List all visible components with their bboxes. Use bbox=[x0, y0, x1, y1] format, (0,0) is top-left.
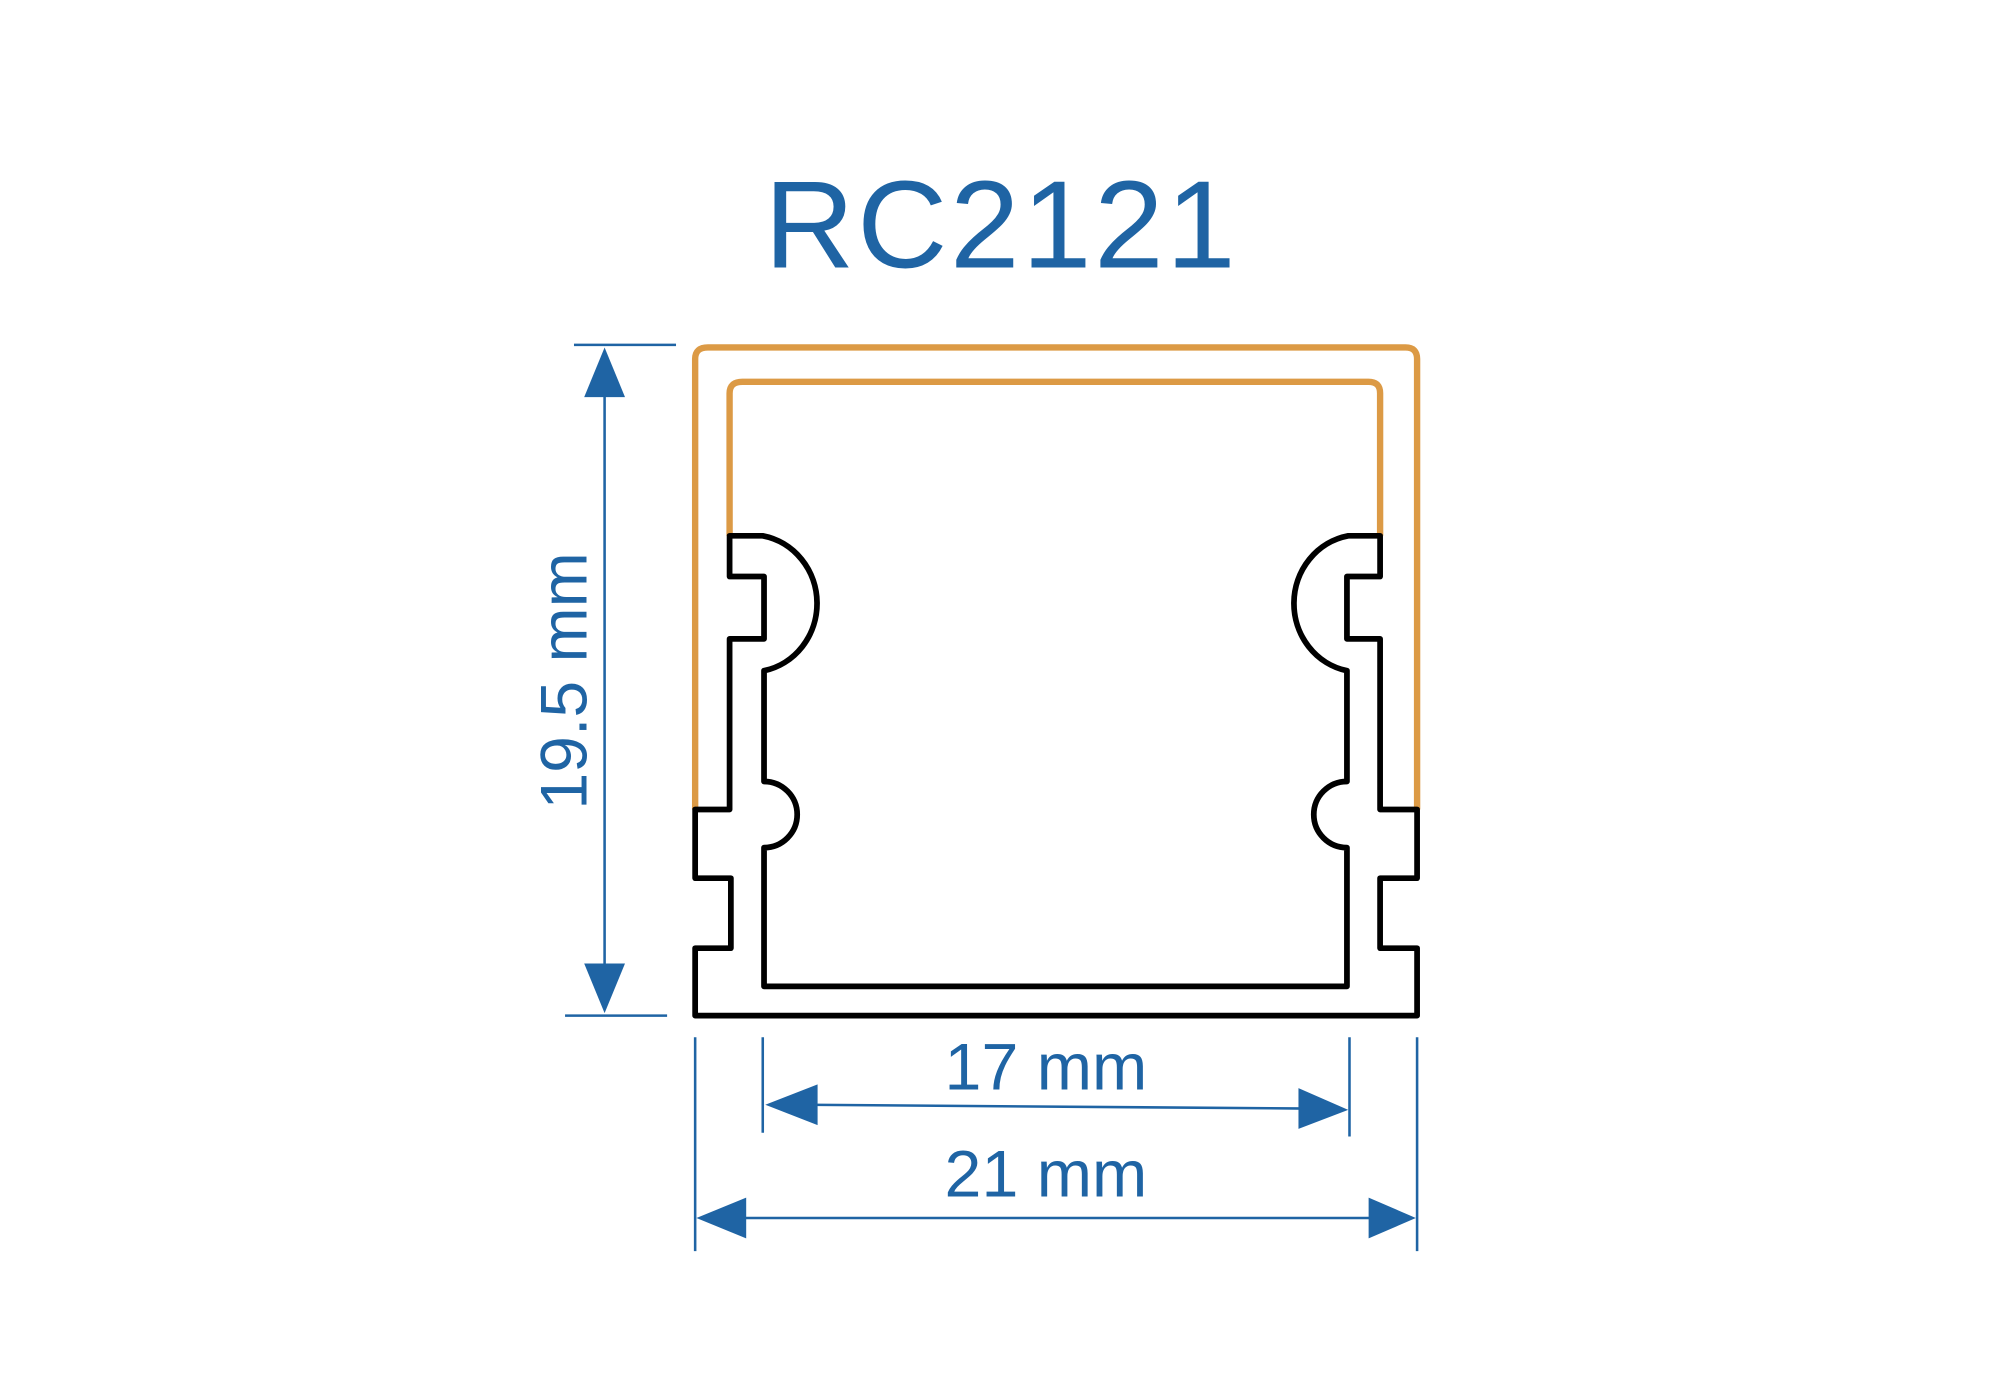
diffuser-cover-inner bbox=[726, 378, 1384, 536]
arrow-right-icon bbox=[1368, 1197, 1416, 1239]
arrow-down-icon bbox=[584, 963, 625, 1014]
inner-width-label: 17 mm bbox=[945, 1031, 1148, 1105]
diffuser-cover-outer bbox=[691, 344, 1421, 810]
aluminium-profile bbox=[692, 532, 1420, 1019]
arrow-left-icon bbox=[765, 1084, 818, 1126]
arrow-right-icon bbox=[1298, 1088, 1349, 1129]
height-dimension: 19.5 mm bbox=[528, 343, 677, 1017]
product-title: RC2121 bbox=[764, 155, 1238, 294]
arrow-up-icon bbox=[584, 347, 625, 398]
arrow-left-icon bbox=[696, 1197, 747, 1239]
inner-width-dimension: 17 mm bbox=[761, 1031, 1351, 1137]
outer-width-label: 21 mm bbox=[945, 1137, 1148, 1211]
outer-width-dimension: 21 mm bbox=[693, 1037, 1419, 1252]
height-label: 19.5 mm bbox=[528, 552, 602, 809]
